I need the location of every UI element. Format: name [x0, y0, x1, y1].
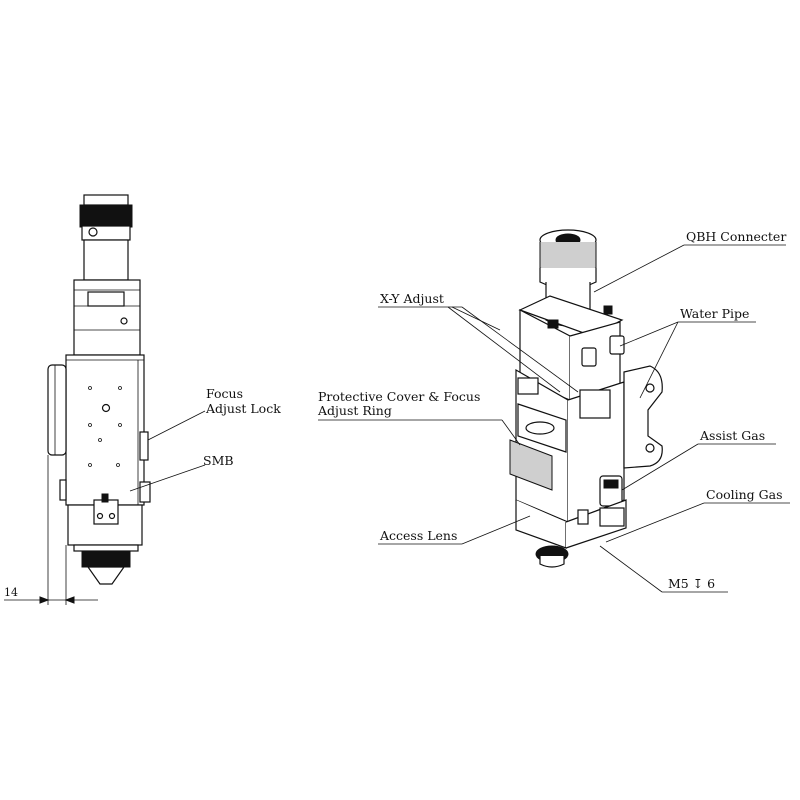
label-focus-adjust-lock-line1: Focus — [206, 386, 243, 401]
label-xy-adjust: X-Y Adjust — [380, 291, 444, 306]
label-qbh-connecter: QBH Connecter — [686, 229, 786, 244]
label-focus-adjust-lock-line2: Adjust Lock — [205, 401, 281, 416]
dimension-14: 14 — [4, 586, 18, 599]
iso-view-drawing — [318, 229, 790, 593]
label-access-lens: Access Lens — [379, 528, 457, 543]
label-assist-gas: Assist Gas — [699, 428, 765, 443]
label-m5-thread: M5 ↧ 6 — [668, 576, 715, 591]
label-protective-cover-line1: Protective Cover & Focus — [318, 389, 480, 404]
side-view-drawing — [4, 194, 206, 605]
label-water-pipe: Water Pipe — [680, 306, 749, 321]
label-protective-cover-line2: Adjust Ring — [317, 403, 392, 418]
label-cooling-gas: Cooling Gas — [706, 487, 783, 502]
label-smb: SMB — [203, 453, 234, 468]
